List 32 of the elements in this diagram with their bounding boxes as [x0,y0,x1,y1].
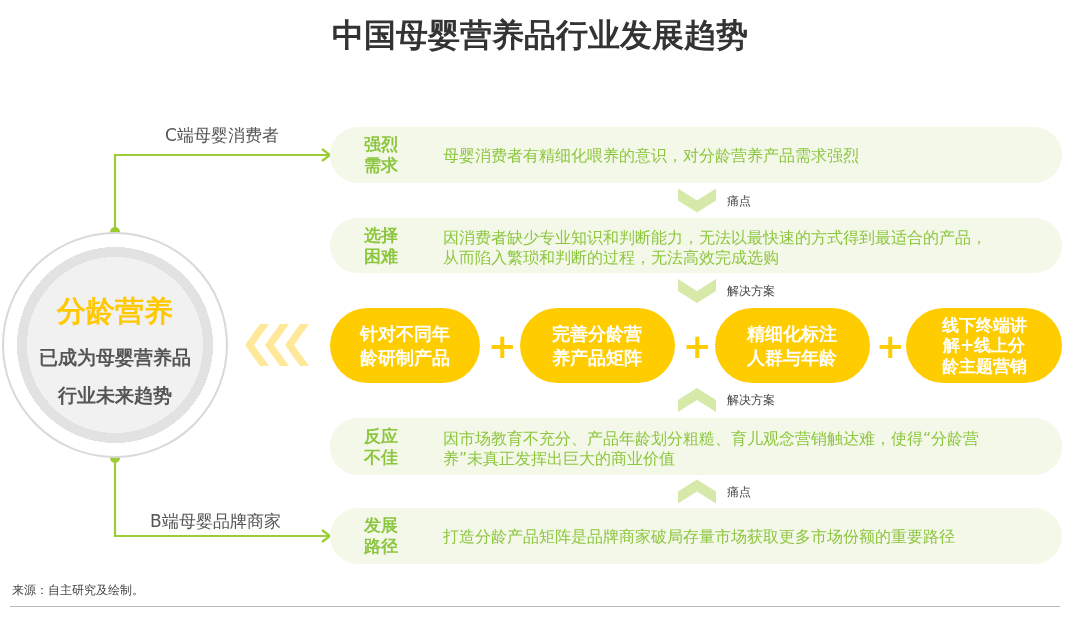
solution-text: 精细化标注人群与年龄 [745,322,839,369]
chevron-arrow [678,279,716,303]
solution-text: 针对不同年龄研制产品 [358,322,451,369]
band-description: 打造分龄产品矩阵是品牌商家破局存量市场获取更多市场份额的重要路径 [443,527,956,548]
band-description: 因消费者缺少专业知识和判断能力，无法以最快速的方式得到最适合的产品，从而陷入繁琐和判断的过程，无法高效完成选购 [443,227,988,268]
info-band [330,508,1062,564]
edge-label: 痛点 [727,192,751,210]
highlight-text: 分龄营养 [55,293,174,330]
edge-label: 解决方案 [727,392,775,409]
chevron-arrow [678,188,716,213]
band-description: 因市场教育不充分、产品年龄划分粗糙、育儿观念营销触达难，使得“分龄营养”未真正发挥出巨大的商业价值 [443,428,981,469]
plus-sign: + [488,329,517,363]
edge-label: 痛点 [727,483,751,501]
plus-sign: + [683,329,712,363]
edge-label: 解决方案 [727,283,775,300]
band-heading: 发展路径 [362,515,399,558]
chevron-arrow [245,324,309,366]
band-heading: 选择困难 [362,224,399,267]
edge-label: B端母婴品牌商家 [150,510,281,533]
info-band [330,127,1062,183]
band-description: 母婴消费者有精细化喂养的意识，对分龄营养产品需求强烈 [443,146,860,167]
band-heading: 反应不佳 [362,425,399,468]
chevron-arrow [678,479,716,504]
solution-text: 完善分龄营养产品矩阵 [551,322,644,369]
band-heading: 强烈需求 [362,134,399,177]
solution-text: 线下终端讲解+线上分龄主题营销 [940,314,1028,377]
source-note: 来源：自主研究及绘制。 [12,582,144,599]
description-text: 已成为母婴营养品行业未来趋势 [38,345,192,408]
edge-label: C端母婴消费者 [165,124,279,147]
chevron-arrow [678,388,716,412]
plus-sign: + [876,329,905,363]
title: 中国母婴营养品行业发展趋势 [331,15,749,56]
